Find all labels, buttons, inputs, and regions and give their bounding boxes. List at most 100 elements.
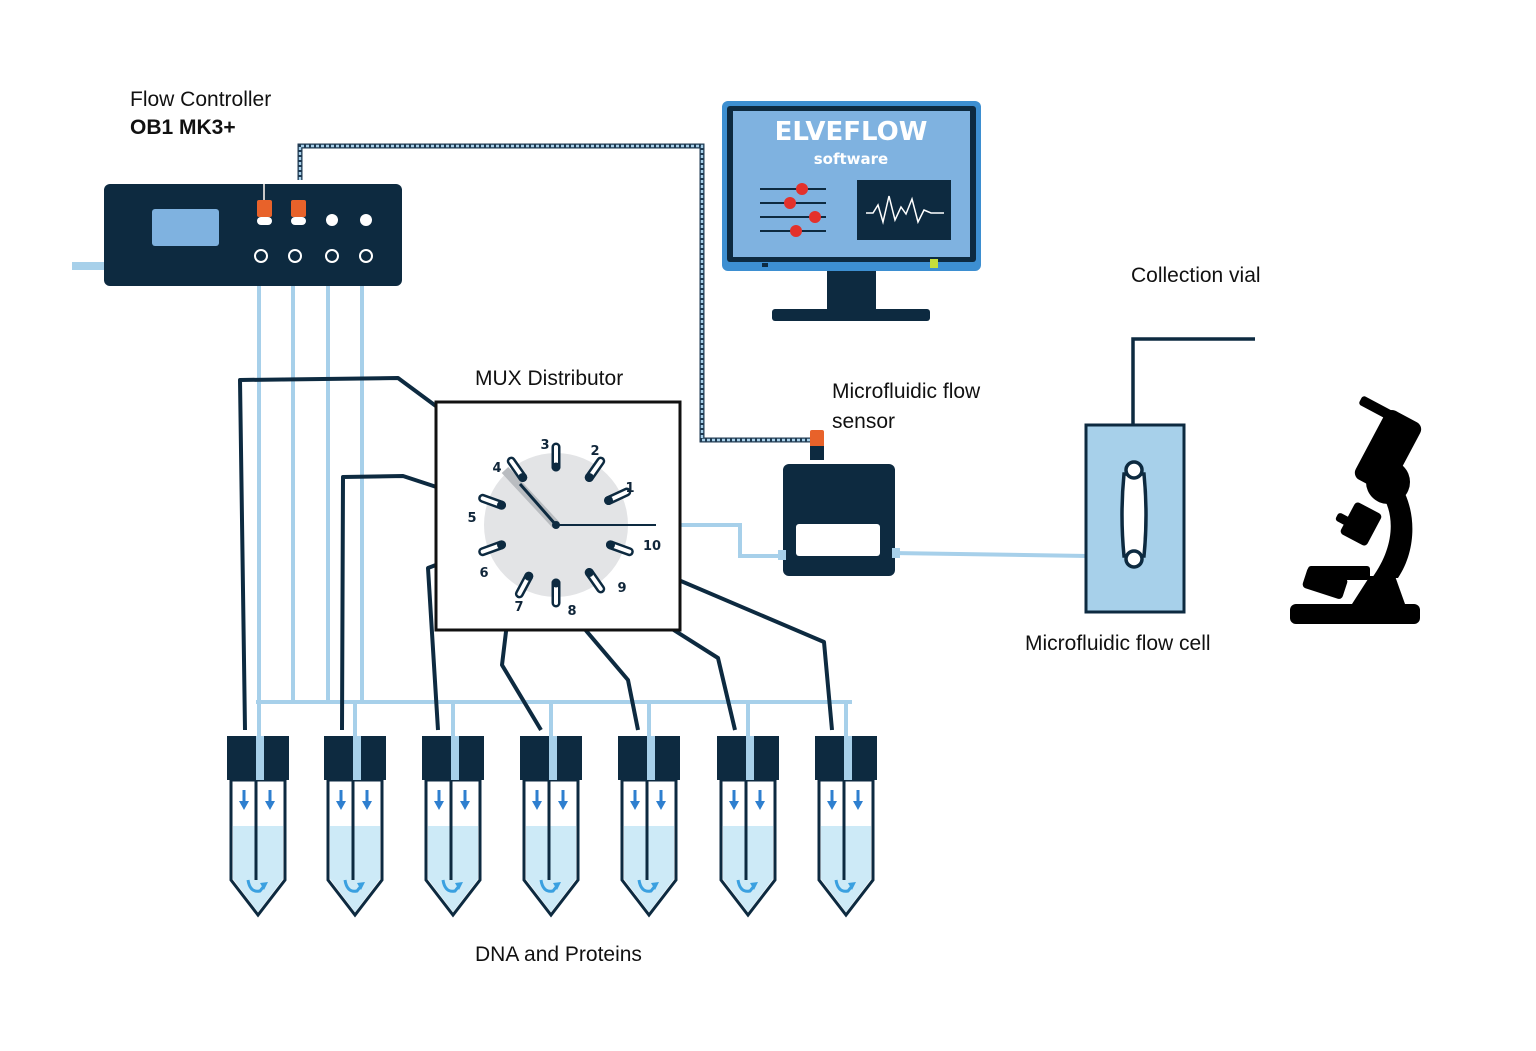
mux-port-channel <box>588 459 603 478</box>
tube-cap-port <box>647 736 655 780</box>
mux-port-number: 1 <box>625 481 634 496</box>
tube-liquid <box>624 826 674 912</box>
tube-liquid <box>233 826 283 912</box>
software-sliders-icon <box>760 183 826 237</box>
mux-port-channel <box>480 496 502 507</box>
mux-port-opening <box>496 500 506 510</box>
tube-cap-port <box>746 736 754 780</box>
mux-distributor: 1 2 3 4 5 6 7 8 9 10 <box>434 400 682 632</box>
swirl-arrow-head <box>553 882 561 890</box>
flow-arrow-head <box>827 801 837 810</box>
swirl-arrow-head <box>750 882 758 890</box>
flow-controller-label: Flow Controller <box>130 88 271 111</box>
data-cable <box>297 143 818 443</box>
mux-port-opening <box>551 578 561 588</box>
mux-port-opening <box>524 571 534 581</box>
collection-vial-label: Collection vial <box>1131 264 1261 287</box>
mux-port-number: 3 <box>540 438 549 453</box>
mux-port-opening <box>551 462 561 472</box>
flow-sensor-device <box>778 430 900 576</box>
mux-port-number: 9 <box>617 581 626 596</box>
flow-arrow-head <box>336 801 346 810</box>
mux-port-opening <box>496 540 506 550</box>
tube-cap-port <box>844 736 852 780</box>
sample-tube <box>618 736 680 918</box>
mux-port-opening <box>604 495 614 505</box>
swirl-arrow-icon <box>441 879 461 893</box>
mux-port-number: 2 <box>590 444 599 459</box>
software-brand: ELVEFLOW <box>775 117 928 147</box>
tube-liquid <box>330 826 380 912</box>
mux-ports: 1 2 3 4 5 6 7 8 9 10 <box>467 438 661 619</box>
mux-port-number: 8 <box>567 604 576 619</box>
sample-tube <box>815 736 877 918</box>
tube-liquid <box>821 826 871 912</box>
flow-controller-device <box>72 184 402 286</box>
samples-label: DNA and Proteins <box>475 943 642 966</box>
flow-arrow-head <box>434 801 444 810</box>
swirl-arrow-head <box>260 882 268 890</box>
tube-cap-port <box>353 736 361 780</box>
swirl-arrow-icon <box>736 879 756 893</box>
tube-liquid <box>428 826 478 912</box>
flow-sensor-window <box>796 524 880 556</box>
swirl-arrow-head <box>357 882 365 890</box>
swirl-arrow-icon <box>834 879 854 893</box>
computer-monitor <box>722 101 981 321</box>
flow-arrow-head <box>532 801 542 810</box>
flow-arrow-head <box>265 801 275 810</box>
swirl-arrow-icon <box>246 879 266 893</box>
controller-outlets <box>254 249 373 263</box>
flow-arrow-head <box>460 801 470 810</box>
signal-chart-icon <box>857 180 951 240</box>
mux-port-number: 6 <box>479 566 488 581</box>
microfluidic-flow-cell <box>1084 337 1255 614</box>
mux-port-number: 10 <box>643 539 661 554</box>
tube-cap-port <box>451 736 459 780</box>
mux-port-number: 4 <box>492 461 501 476</box>
flow-arrow-head <box>362 801 372 810</box>
mux-port-channel <box>480 543 502 554</box>
tube-cap-port <box>256 736 264 780</box>
flow-arrow-head <box>853 801 863 810</box>
mux-port-channel <box>610 543 632 554</box>
flow-arrow-head <box>755 801 765 810</box>
swirl-arrow-head <box>651 882 659 890</box>
flow-arrow-head <box>656 801 666 810</box>
sample-tube <box>324 736 386 918</box>
sample-tubes <box>227 736 877 918</box>
flow-controller-model-label: OB1 MK3+ <box>130 116 236 139</box>
mux-port-opening <box>584 472 594 482</box>
swirl-arrow-head <box>848 882 856 890</box>
swirl-arrow-icon <box>539 879 559 893</box>
flow-cell-label: Microfluidic flow cell <box>1025 632 1211 655</box>
sample-tube <box>227 736 289 918</box>
tube-liquid <box>723 826 773 912</box>
flow-sensor-label-line1: Microfluidic flow <box>832 380 981 403</box>
mux-port-opening <box>518 472 528 482</box>
mux-distributor-label: MUX Distributor <box>475 367 623 390</box>
tube-cap-port <box>549 736 557 780</box>
mux-port-channel <box>608 490 629 502</box>
mux-port-number: 5 <box>467 511 476 526</box>
swirl-arrow-icon <box>343 879 363 893</box>
mux-port-channel <box>517 575 530 596</box>
mux-port-channel <box>509 459 524 478</box>
mux-port-number: 7 <box>514 600 523 615</box>
tube-liquid <box>526 826 576 912</box>
flow-arrow-head <box>558 801 568 810</box>
mux-port-opening <box>584 568 594 578</box>
flow-sensor-label-line2: sensor <box>832 410 895 433</box>
mux-port-channel <box>588 572 603 591</box>
sample-tube <box>422 736 484 918</box>
software-subtitle: software <box>814 150 888 168</box>
controller-pressure-connectors <box>257 184 372 226</box>
sample-tube <box>520 736 582 918</box>
sample-tube <box>717 736 779 918</box>
flow-arrow-head <box>239 801 249 810</box>
mux-port-opening <box>606 540 616 550</box>
flow-arrow-head <box>630 801 640 810</box>
flow-arrow-head <box>729 801 739 810</box>
swirl-arrow-head <box>455 882 463 890</box>
